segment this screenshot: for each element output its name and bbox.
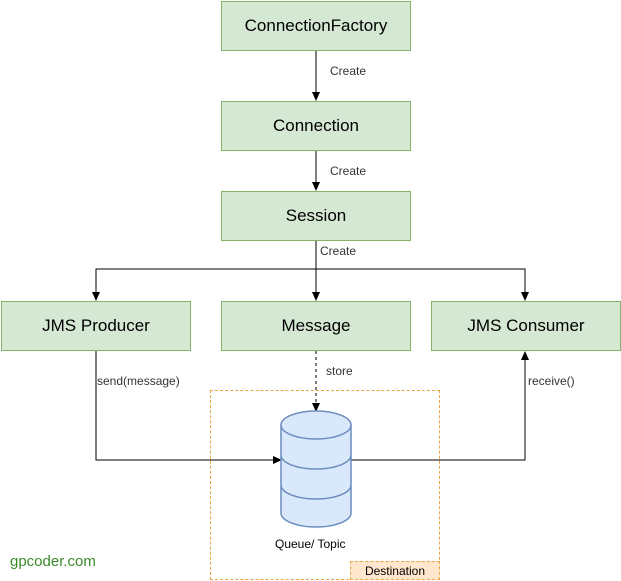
destination-boundary [210, 390, 440, 580]
edge-label-store: store [326, 364, 353, 378]
edge-session-to-producer [92, 268, 316, 301]
node-message: Message [221, 301, 411, 351]
node-connection: Connection [221, 101, 411, 151]
edge-queue-to-consumer [351, 351, 529, 461]
watermark-text: gpcoder.com [10, 553, 96, 570]
destination-label: Destination [350, 561, 440, 580]
edge-label-receive: receive() [528, 374, 575, 388]
edge-label-send-message: send(message) [97, 374, 180, 388]
node-session: Session [221, 191, 411, 241]
node-jms-producer: JMS Producer [1, 301, 191, 351]
node-connection-factory: ConnectionFactory [221, 1, 411, 51]
edge-label-create-children: Create [320, 244, 357, 258]
edge-label-create-connection: Create [330, 64, 367, 78]
queue-cylinder-icon [280, 410, 352, 528]
queue-topic-label: Queue/ Topic [275, 537, 346, 551]
edge-label-create-session: Create [330, 164, 367, 178]
edge-session-to-consumer [316, 268, 529, 301]
node-jms-consumer: JMS Consumer [431, 301, 621, 351]
edge-producer-to-queue [95, 351, 282, 464]
